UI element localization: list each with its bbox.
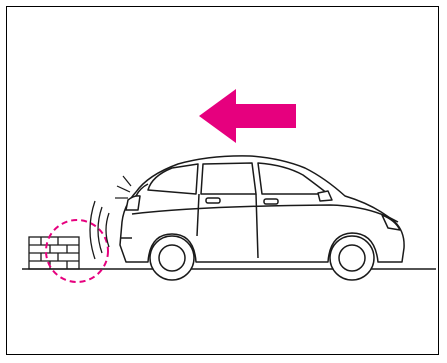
- light-rays: [115, 176, 131, 198]
- direction-arrow-icon: [199, 89, 296, 143]
- brick-wall-icon: [29, 237, 79, 269]
- detection-circle-icon: [46, 220, 108, 282]
- front-wheel: [330, 236, 374, 280]
- rear-wheel: [150, 236, 194, 280]
